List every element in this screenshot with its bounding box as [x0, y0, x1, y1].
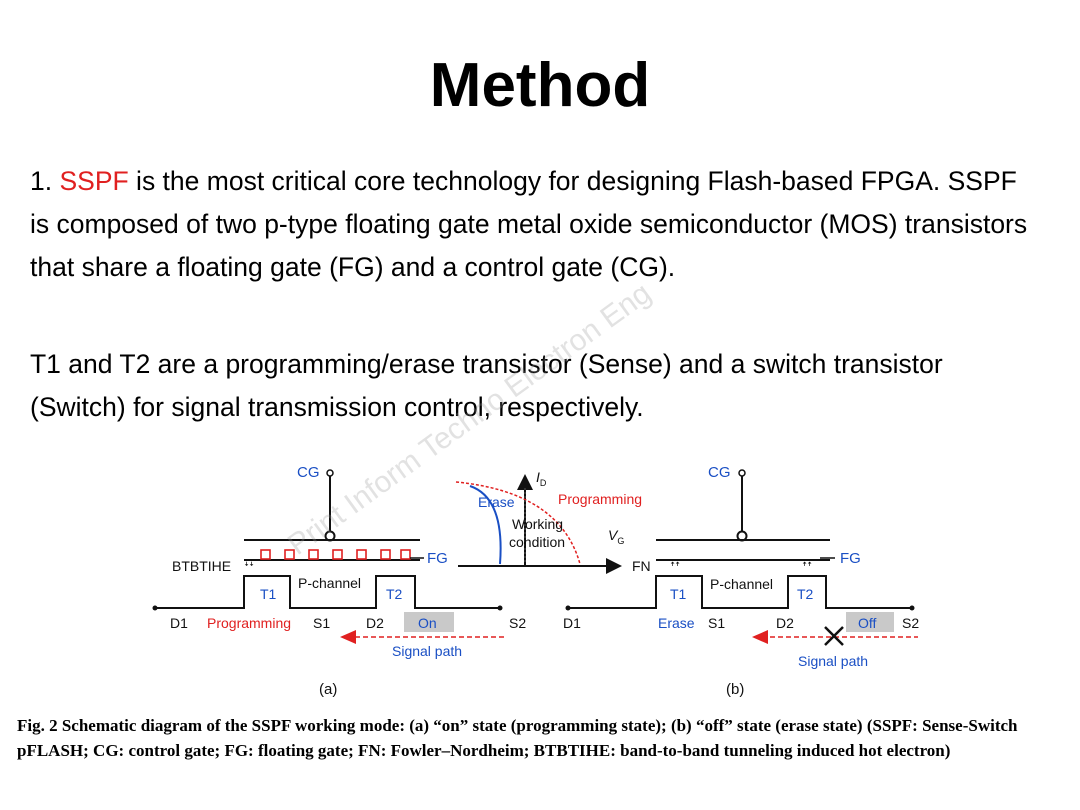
trapped-electrons [260, 549, 411, 560]
iv-characteristic-graph: ID VG Erase Programming Working conditio… [455, 469, 642, 574]
signal-path-arrowhead [340, 630, 356, 644]
sspf-schematic-diagram: CG FG BTBTIHE ꜜꜜ P-channel T1 T2 D1 Prog… [152, 464, 919, 698]
mode-label: Erase [658, 615, 695, 631]
panel-a-on-state: CG FG BTBTIHE ꜜꜜ P-channel T1 T2 D1 Prog… [152, 464, 526, 698]
fg-label: FG [840, 550, 861, 567]
cg-terminal [326, 469, 334, 477]
working-condition-label-2: condition [509, 534, 565, 550]
state-label: On [418, 615, 437, 631]
erase-curve-label: Erase [478, 494, 515, 510]
cg-label: CG [297, 464, 320, 481]
tunneling-arrows-right: ꜛꜛ [802, 561, 812, 574]
state-label: Off [858, 615, 877, 631]
paragraph-text: is the most critical core technology for… [30, 166, 1028, 282]
y-axis-label: ID [536, 469, 547, 488]
signal-path-arrowhead [752, 630, 768, 644]
t1-label: T1 [260, 586, 277, 602]
cg-terminal [738, 469, 746, 477]
t1-label: T1 [670, 586, 687, 602]
s1-label: S1 [313, 615, 330, 631]
mode-label: Programming [207, 615, 291, 631]
cg-label: CG [708, 464, 731, 481]
state-badge-bg [846, 612, 894, 632]
btbtihe-label: BTBTIHE [172, 558, 231, 574]
t2-label: T2 [797, 586, 814, 602]
channel-profile [155, 575, 500, 609]
s2-label: S2 [509, 615, 526, 631]
sspf-highlight: SSPF [59, 166, 129, 196]
d1-label: D1 [170, 615, 188, 631]
d1-terminal [565, 605, 571, 611]
working-condition-label-1: Working [512, 516, 563, 532]
state-badge-bg [404, 612, 454, 632]
fg-label: FG [427, 550, 448, 567]
programming-curve [455, 481, 581, 565]
paragraph-number: 1. [30, 166, 60, 196]
erase-curve [469, 485, 502, 565]
s2-terminal [497, 605, 503, 611]
slide-title: Method [429, 51, 651, 120]
tunneling-arrows-left: ꜛꜛ [670, 561, 680, 574]
paragraph-transistors: T1 and T2 are a programming/erase transi… [30, 349, 943, 422]
pchannel-label: P-channel [298, 575, 361, 591]
d2-label: D2 [776, 615, 794, 631]
d2-label: D2 [366, 615, 384, 631]
figure-caption: Fig. 2 Schematic diagram of the SSPF wor… [17, 716, 1018, 760]
s2-terminal [909, 605, 915, 611]
fn-label: FN [632, 558, 651, 574]
panel-b-off-state: CG FG FN ꜛꜛ ꜛꜛ P-channel T1 T2 D1 Erase … [563, 464, 919, 698]
channel-profile [568, 575, 912, 609]
programming-curve-label: Programming [558, 491, 642, 507]
subfigure-label: (a) [319, 681, 337, 698]
t2-label: T2 [386, 586, 403, 602]
x-axis-label: VG [608, 527, 624, 546]
subfigure-label: (b) [726, 681, 744, 698]
electron-arrows: ꜜꜜ [244, 561, 254, 574]
d1-label: D1 [563, 615, 581, 631]
paragraph-sspf-intro: 1. SSPF is the most critical core techno… [30, 160, 1030, 289]
pchannel-label: P-channel [710, 576, 773, 592]
s2-label: S2 [902, 615, 919, 631]
signal-path-label: Signal path [798, 653, 868, 669]
blocked-x-icon [824, 626, 844, 646]
d1-terminal [152, 605, 158, 611]
s1-label: S1 [708, 615, 725, 631]
signal-path-label: Signal path [392, 643, 462, 659]
